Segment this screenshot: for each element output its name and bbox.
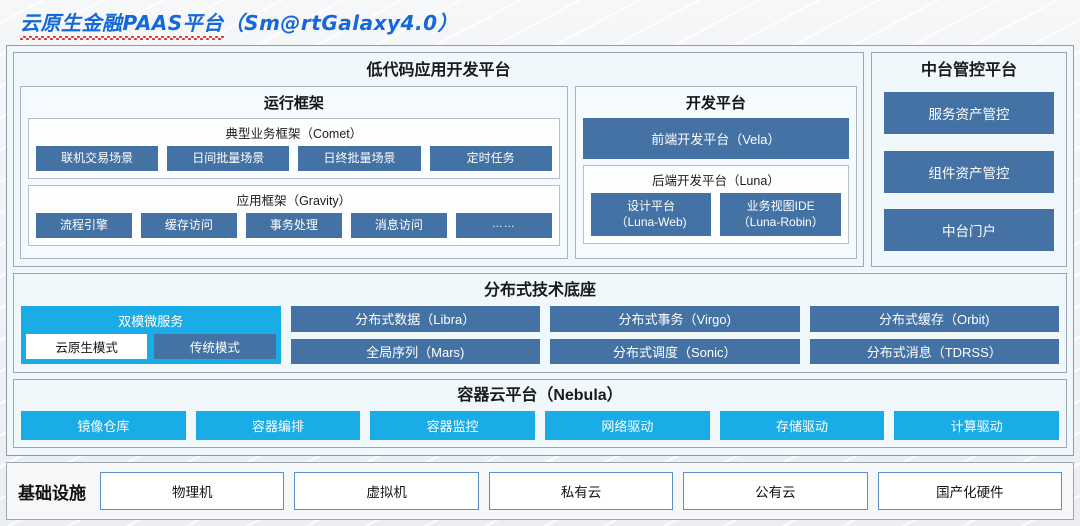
runtime-framework-panel: 运行框架 典型业务框架（Comet） 联机交易场景 日间批量场景 日终批量场景 … (20, 86, 568, 259)
mid-platform-title: 中台管控平台 (920, 62, 1017, 79)
infrastructure-label: 基础设施 (18, 483, 86, 503)
top-row: 低代码应用开发平台 运行框架 典型业务框架（Comet） 联机交易场景 日间批量… (13, 52, 1067, 267)
luna-chip-row: 设计平台 （Luna-Web) 业务视图IDE （Luna-Robin） (590, 193, 841, 236)
dev-platform-panel: 开发平台 前端开发平台（Vela） 后端开发平台（Luna） 设计平台 （Lun… (574, 86, 857, 259)
chip-network-driver[interactable]: 网络驱动 (545, 411, 710, 440)
chip-luna-web-line1: 设计平台 (627, 199, 676, 214)
chip-luna-robin-line1: 业务视图IDE (746, 199, 815, 214)
distributed-base-title: 分布式技术底座 (483, 282, 596, 299)
page-title: 云原生金融PAAS平台（Sm@rtGalaxy4.0） (20, 7, 458, 40)
chip-distributed-data-libra[interactable]: 分布式数据（Libra） (290, 306, 540, 332)
container-cloud-title: 容器云平台（Nebula） (457, 387, 623, 404)
dual-mode-title: 双模微服务 (118, 314, 184, 330)
chip-global-sequence-mars[interactable]: 全局序列（Mars) (290, 338, 540, 364)
infrastructure-bar: 基础设施 物理机 虚拟机 私有云 公有云 国产化硬件 (6, 462, 1074, 520)
chip-container-orchestration[interactable]: 容器编排 (195, 411, 361, 440)
dual-mode-microservice-box[interactable]: 双模微服务 云原生模式 传统模式 (21, 306, 281, 364)
luna-group: 后端开发平台（Luna） 设计平台 （Luna-Web) 业务视图IDE （Lu… (582, 165, 849, 244)
chip-frontend-vela[interactable]: 前端开发平台（Vela） (582, 118, 849, 160)
platform-frame: 低代码应用开发平台 运行框架 典型业务框架（Comet） 联机交易场景 日间批量… (6, 45, 1074, 456)
chip-mid-platform-portal[interactable]: 中台门户 (884, 208, 1054, 251)
chip-process-engine[interactable]: 流程引擎 (36, 213, 132, 239)
page-title-english: （Sm@rtGalaxy4.0） (223, 11, 458, 35)
chip-component-asset-control[interactable]: 组件资产管控 (884, 150, 1054, 193)
chip-distributed-cache-orbit[interactable]: 分布式缓存（Orbit) (809, 306, 1059, 332)
comet-group: 典型业务框架（Comet） 联机交易场景 日间批量场景 日终批量场景 定时任务 (28, 118, 560, 180)
lowcode-platform-panel: 低代码应用开发平台 运行框架 典型业务框架（Comet） 联机交易场景 日间批量… (13, 52, 864, 267)
runtime-framework-title: 运行框架 (263, 95, 324, 113)
mid-platform-items: 服务资产管控 组件资产管控 中台门户 (884, 86, 1054, 257)
distributed-column-1: 分布式数据（Libra） 全局序列（Mars) (290, 306, 540, 364)
chip-public-cloud[interactable]: 公有云 (683, 472, 868, 510)
comet-chip-row: 联机交易场景 日间批量场景 日终批量场景 定时任务 (36, 146, 552, 172)
chip-traditional-mode[interactable]: 传统模式 (154, 334, 276, 359)
luna-group-title: 后端开发平台（Luna） (651, 174, 780, 189)
lowcode-platform-body: 运行框架 典型业务框架（Comet） 联机交易场景 日间批量场景 日终批量场景 … (20, 86, 857, 259)
container-cloud-row: 镜像仓库 容器编排 容器监控 网络驱动 存储驱动 计算驱动 (21, 411, 1060, 440)
chip-private-cloud[interactable]: 私有云 (488, 472, 674, 510)
chip-distributed-transaction-virgo[interactable]: 分布式事务（Virgo) (550, 306, 800, 332)
distributed-base-panel: 分布式技术底座 双模微服务 云原生模式 传统模式 分布式数据（Libra） 全局… (13, 273, 1067, 373)
chip-distributed-message-tdrss[interactable]: 分布式消息（TDRSS） (809, 338, 1059, 364)
distributed-base-grid: 双模微服务 云原生模式 传统模式 分布式数据（Libra） 全局序列（Mars)… (21, 306, 1059, 364)
chip-online-transaction[interactable]: 联机交易场景 (36, 146, 159, 172)
chip-scheduled-task[interactable]: 定时任务 (429, 146, 552, 172)
dual-mode-row: 云原生模式 传统模式 (26, 334, 276, 359)
title-bar: 云原生金融PAAS平台（Sm@rtGalaxy4.0） (6, 5, 1074, 40)
chip-cache-access[interactable]: 缓存访问 (140, 213, 237, 239)
chip-message-access[interactable]: 消息访问 (350, 213, 447, 239)
dev-platform-title: 开发平台 (685, 95, 746, 113)
chip-storage-driver[interactable]: 存储驱动 (719, 411, 885, 440)
gravity-group-title: 应用框架（Gravity） (236, 194, 352, 209)
chip-luna-robin-line2: （Luna-Robin） (737, 215, 824, 230)
chip-luna-robin[interactable]: 业务视图IDE （Luna-Robin） (720, 193, 841, 236)
chip-virtual-machine[interactable]: 虚拟机 (294, 472, 479, 510)
chip-transaction-processing[interactable]: 事务处理 (245, 213, 342, 239)
chip-luna-web[interactable]: 设计平台 （Luna-Web) (590, 193, 712, 236)
chip-luna-web-line2: （Luna-Web) (615, 215, 687, 230)
page-title-chinese: 云原生金融PAAS平台 (20, 7, 224, 40)
lowcode-platform-title: 低代码应用开发平台 (366, 62, 511, 79)
gravity-group: 应用框架（Gravity） 流程引擎 缓存访问 事务处理 消息访问 …… (28, 185, 560, 247)
chip-more-ellipsis[interactable]: …… (455, 213, 552, 239)
chip-container-monitoring[interactable]: 容器监控 (370, 411, 536, 440)
chip-service-asset-control[interactable]: 服务资产管控 (884, 92, 1054, 135)
chip-image-registry[interactable]: 镜像仓库 (21, 411, 186, 440)
mid-platform-panel: 中台管控平台 服务资产管控 组件资产管控 中台门户 (871, 52, 1067, 267)
comet-group-title: 典型业务框架（Comet） (225, 127, 363, 142)
distributed-column-3: 分布式缓存（Orbit) 分布式消息（TDRSS） (809, 306, 1059, 364)
chip-domestic-hardware[interactable]: 国产化硬件 (877, 472, 1063, 510)
chip-eod-batch[interactable]: 日终批量场景 (298, 146, 421, 172)
chip-cloud-native-mode[interactable]: 云原生模式 (26, 334, 148, 359)
container-cloud-panel: 容器云平台（Nebula） 镜像仓库 容器编排 容器监控 网络驱动 存储驱动 计… (13, 379, 1067, 448)
gravity-chip-row: 流程引擎 缓存访问 事务处理 消息访问 …… (36, 213, 552, 239)
chip-distributed-scheduling-sonic[interactable]: 分布式调度（Sonic） (550, 338, 800, 364)
chip-physical-machine[interactable]: 物理机 (100, 472, 285, 510)
chip-compute-driver[interactable]: 计算驱动 (894, 411, 1060, 440)
chip-intraday-batch[interactable]: 日间批量场景 (167, 146, 290, 172)
distributed-column-2: 分布式事务（Virgo) 分布式调度（Sonic） (550, 306, 800, 364)
